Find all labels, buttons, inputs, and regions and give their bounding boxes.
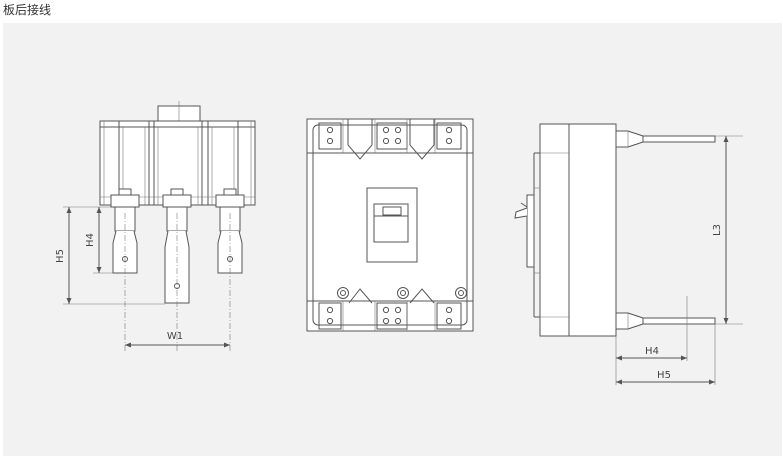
side-dim-label-h4: H4 — [645, 346, 659, 357]
top-terminals — [318, 119, 462, 160]
top-stud — [615, 130, 716, 148]
handle-window — [366, 187, 418, 263]
side-view: L3 H4 H5 — [514, 123, 743, 385]
diagram-panel: H5 H4 W1 — [3, 23, 782, 456]
dim-label-h4: H4 — [85, 233, 96, 247]
dim-label-h5: H5 — [55, 249, 66, 263]
handle — [373, 203, 409, 243]
bottom-stud — [615, 312, 716, 330]
side-body — [539, 123, 617, 337]
dim-label-l3: L3 — [712, 224, 723, 236]
bottom-terminals — [318, 287, 467, 331]
dim-label-w1: W1 — [167, 331, 183, 342]
front-view: H5 H4 W1 — [55, 101, 256, 353]
panel-view — [306, 118, 474, 332]
wiring-diagram: H5 H4 W1 — [55, 101, 743, 385]
side-handle — [526, 194, 535, 268]
page-title: 板后接线 — [3, 3, 52, 17]
side-dim-label-h5: H5 — [657, 370, 671, 381]
